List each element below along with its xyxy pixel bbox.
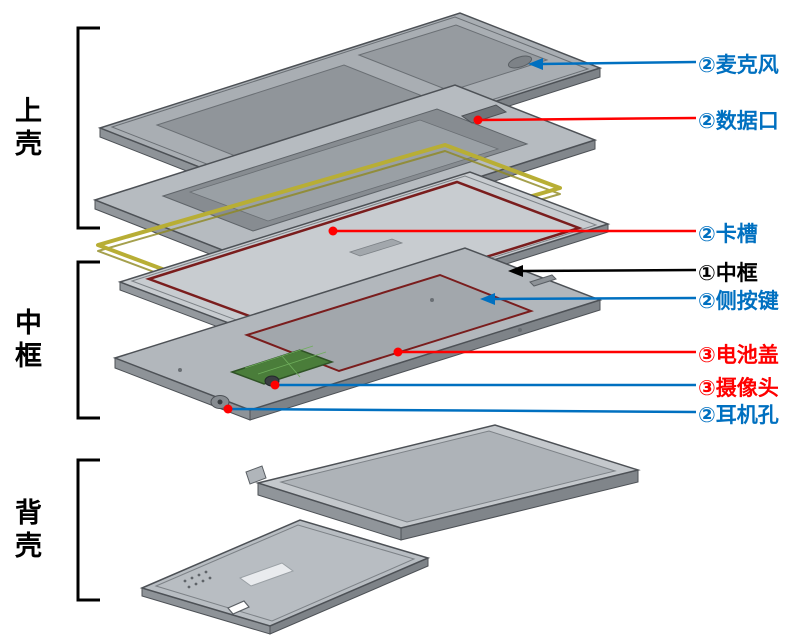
side-buttons [529,274,557,287]
bracket-back-shell [76,458,100,602]
section-label-top-shell: 上壳 [11,96,41,162]
callout-lines [227,60,697,414]
bracket-mid-frame [76,260,100,420]
back-cover-tray [245,424,641,541]
callout-arrow-mid-frame [508,265,523,277]
callout-dot-camera [270,380,280,390]
section-label-mid-frame: 中框 [11,308,41,374]
callout-dot-data-port [473,115,483,125]
callout-label-battery-cover: ③电池盖 [698,344,779,367]
callout-arrow-side-buttons [480,293,495,305]
callout-label-camera: ③摄像头 [698,377,779,400]
callout-label-card-slot: ②卡槽 [698,223,758,246]
callout-line-microphone [539,60,697,66]
frame-seal [145,180,583,326]
label-sticker [238,562,295,587]
callout-line-side-buttons [491,296,697,301]
callout-label-side-buttons: ②侧按键 [698,290,779,313]
callout-dot-card-slot [328,226,338,236]
callout-dot-battery-cover [393,347,403,357]
callout-arrow-microphone [528,58,543,70]
bracket-top-shell [76,26,100,230]
callout-label-mid-frame: ①中框 [698,262,758,285]
section-label-back-shell: 背壳 [11,498,41,564]
headphone-jack [210,395,230,409]
data-port-connector [460,104,508,124]
callout-label-microphone: ②麦克风 [698,54,779,77]
callout-label-headphone-jack: ②耳机孔 [698,404,779,427]
callout-dot-headphone-jack [223,404,233,414]
callout-label-data-port: ②数据口 [698,110,779,133]
midframe-body-layer [112,247,603,421]
callout-line-data-port [477,116,697,122]
callout-line-headphone-jack [227,407,697,414]
camera-pcb [229,345,335,385]
bottom-notch [227,600,250,615]
speaker-grille [183,570,212,589]
callout-line-mid-frame [519,268,697,273]
back-shell-bottom [139,519,431,635]
microphone-hole [507,55,533,69]
